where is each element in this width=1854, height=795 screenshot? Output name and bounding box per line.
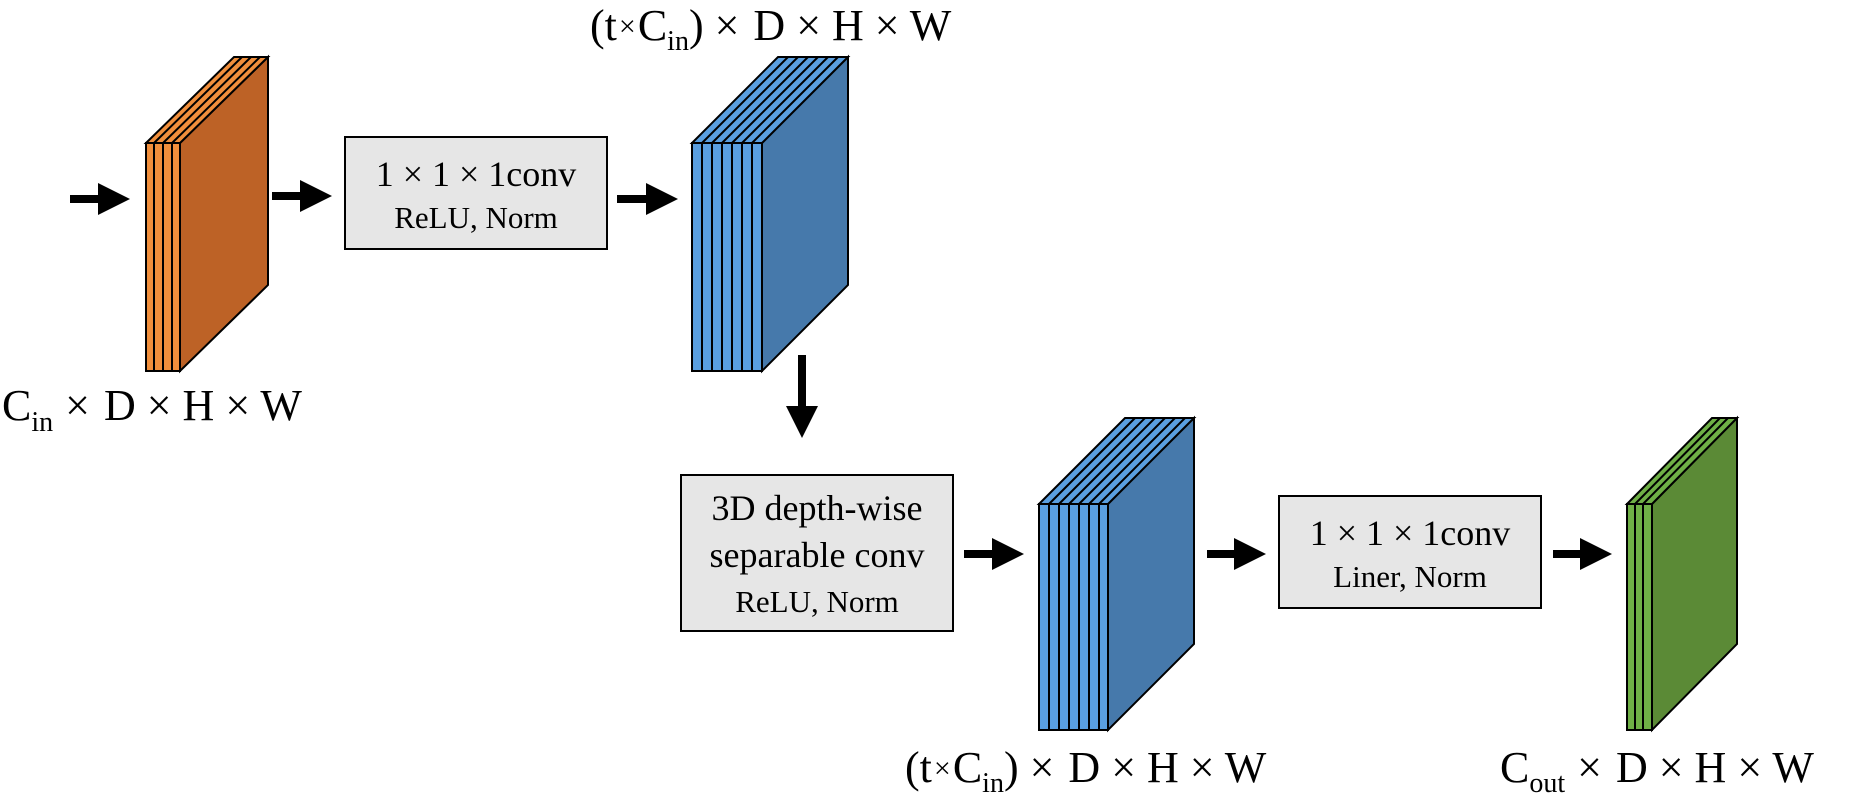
input-shape-label: Cin×D × H × W [2,381,302,438]
expanded-tensor-bottom [1036,415,1197,733]
conv2-box-line1: 1 × 1 × 1conv [1310,513,1511,553]
expanded-bottom-shape-label: (t×Cin) ×D × H × W [905,743,1267,795]
conv2-box: 1 × 1 × 1conv Liner, Norm [1278,495,1542,609]
conv1-box-line1: 1 × 1 × 1conv [376,154,577,194]
conv1-box: 1 × 1 × 1conv ReLU, Norm [344,136,608,250]
output-tensor [1624,415,1740,733]
input-tensor [143,54,271,374]
depthwise-box-line2: separable conv [710,535,925,575]
expanded-tensor-top [689,54,851,374]
conv1-box-line2: ReLU, Norm [394,200,558,235]
depthwise-box-line1: 3D depth-wise [712,488,923,528]
output-shape-label: Cout×D × H × W [1500,743,1814,795]
depthwise-box-line3: ReLU, Norm [735,584,899,619]
depthwise-box: 3D depth-wise separable conv ReLU, Norm [680,474,954,632]
conv2-box-line2: Liner, Norm [1333,559,1487,594]
expanded-top-shape-label: (t×Cin) ×D × H × W [590,1,952,57]
